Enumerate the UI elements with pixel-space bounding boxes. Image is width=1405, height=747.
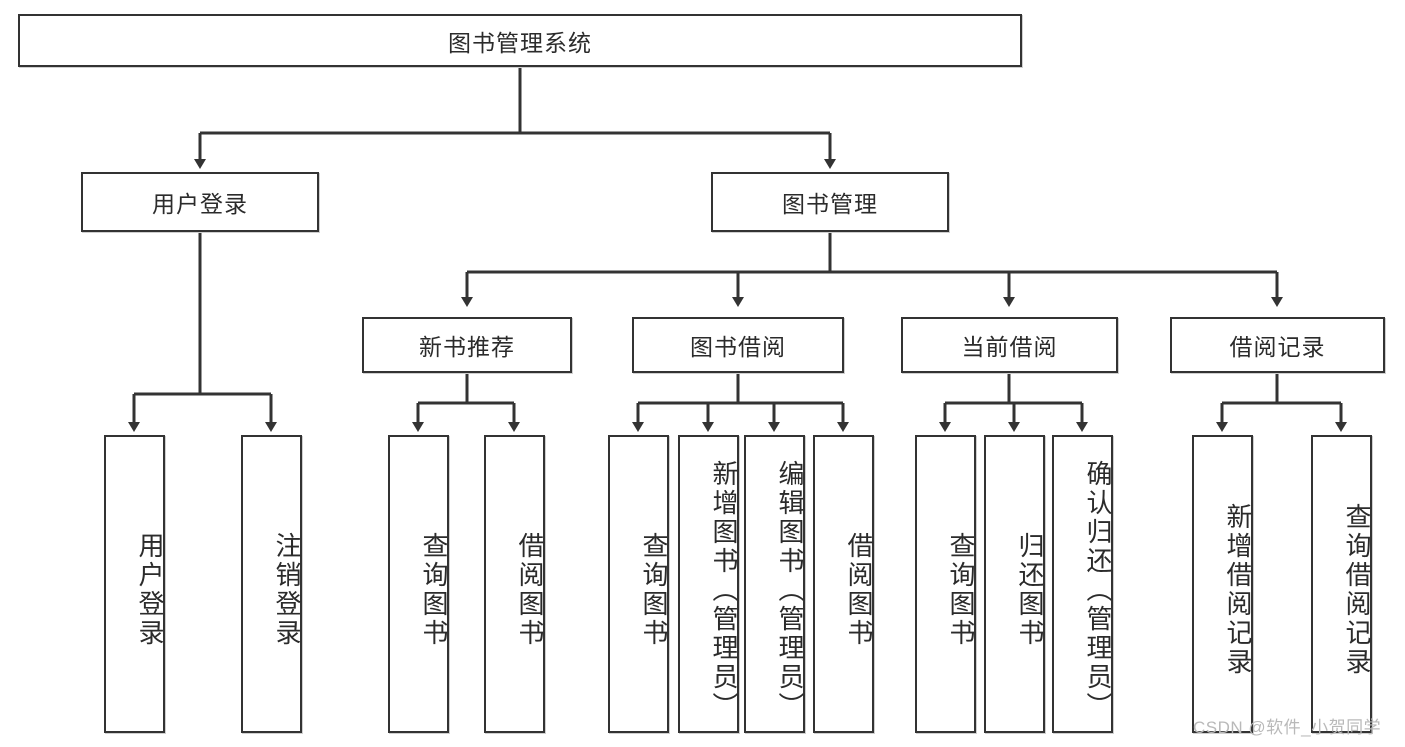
node-label: 查询图书: [946, 532, 976, 648]
node-label: 查询借阅记录: [1342, 503, 1372, 677]
leaf-edit-book-admin[interactable]: 编辑图书（管理员）: [744, 435, 805, 733]
node-borrow-records[interactable]: 借阅记录: [1170, 317, 1385, 373]
node-book-management[interactable]: 图书管理: [711, 172, 949, 232]
leaf-borrow-books[interactable]: 借阅图书: [813, 435, 874, 733]
node-label: 查询图书: [639, 532, 669, 648]
leaf-logout[interactable]: 注销登录: [241, 435, 302, 733]
node-label: 图书管理: [782, 191, 878, 217]
node-label: 用户登录: [135, 532, 165, 648]
node-label: 借阅记录: [1229, 334, 1326, 360]
node-root-system[interactable]: 图书管理系统: [18, 14, 1022, 67]
node-user-login[interactable]: 用户登录: [81, 172, 319, 232]
node-label: 确认归还（管理员）: [1083, 459, 1113, 721]
csdn-watermark: CSDN @软件_小贺同学: [1193, 718, 1382, 737]
leaf-user-login[interactable]: 用户登录: [104, 435, 165, 733]
node-label: 图书管理系统: [448, 29, 592, 56]
node-label: 新增借阅记录: [1223, 503, 1253, 677]
node-label: 查询图书: [419, 532, 449, 648]
node-label: 用户登录: [152, 191, 248, 217]
node-label: 借阅图书: [515, 532, 545, 648]
node-label: 借阅图书: [844, 532, 874, 648]
node-label: 当前借阅: [961, 334, 1058, 360]
node-current-borrowing[interactable]: 当前借阅: [901, 317, 1118, 373]
leaf-add-book-admin[interactable]: 新增图书（管理员）: [678, 435, 739, 733]
node-book-borrowing[interactable]: 图书借阅: [632, 317, 844, 373]
node-label: 新书推荐: [419, 334, 515, 360]
leaf-query-books-newbook[interactable]: 查询图书: [388, 435, 449, 733]
leaf-return-books[interactable]: 归还图书: [984, 435, 1045, 733]
leaf-query-books-borrow[interactable]: 查询图书: [608, 435, 669, 733]
leaf-add-borrow-record[interactable]: 新增借阅记录: [1192, 435, 1253, 733]
node-label: 注销登录: [272, 532, 302, 648]
node-label: 编辑图书（管理员）: [775, 459, 805, 721]
node-label: 图书借阅: [690, 334, 786, 360]
leaf-confirm-return-admin[interactable]: 确认归还（管理员）: [1052, 435, 1113, 733]
leaf-borrow-books-newbook[interactable]: 借阅图书: [484, 435, 545, 733]
node-new-book-recommendation[interactable]: 新书推荐: [362, 317, 572, 373]
node-label: 归还图书: [1015, 532, 1045, 648]
node-label: 新增图书（管理员）: [709, 459, 739, 721]
leaf-query-books-current[interactable]: 查询图书: [915, 435, 976, 733]
leaf-query-borrow-record[interactable]: 查询借阅记录: [1311, 435, 1372, 733]
